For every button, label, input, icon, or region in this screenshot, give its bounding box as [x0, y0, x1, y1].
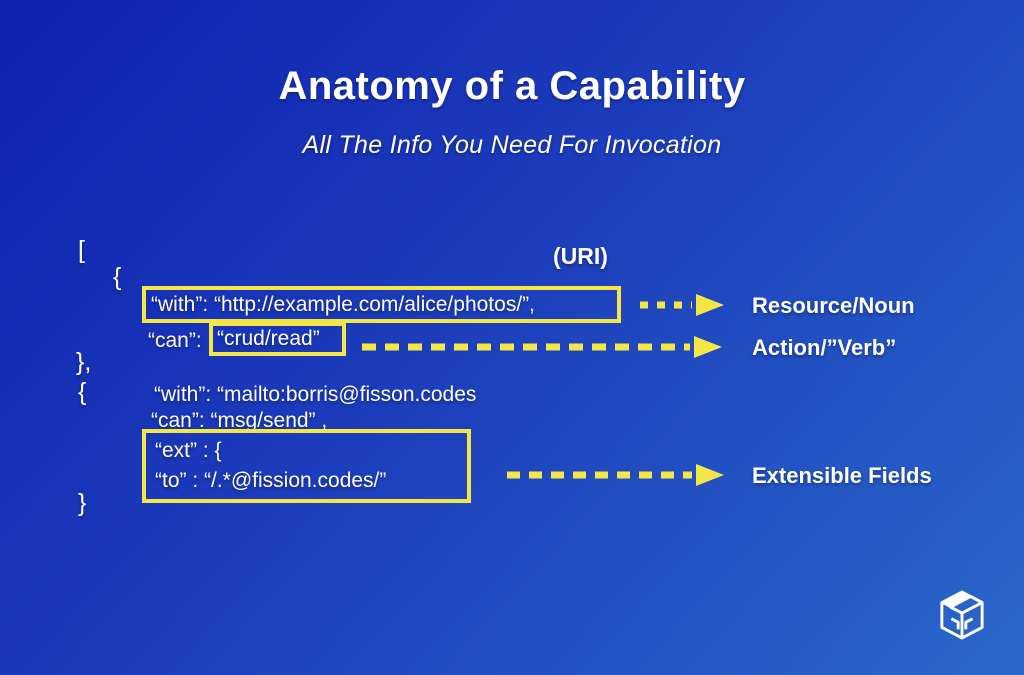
extensible-fields-highlight-box: “ext” : { “to” : “/.*@fission.codes/”	[142, 429, 471, 503]
code-can-value-1: “crud/read”	[217, 327, 320, 350]
code-with-line-2: “with”: “mailto:borris@fisson.codes	[154, 383, 477, 406]
code-with-line-1: “with”: “http://example.com/alice/photos…	[151, 292, 535, 316]
extensible-dashed-arrow-icon	[507, 464, 724, 486]
code-object2-close-brace: }	[78, 489, 87, 517]
extensible-fields-label: Extensible Fields	[752, 463, 932, 488]
action-dashed-arrow-icon	[362, 336, 722, 358]
slide-title: Anatomy of a Capability	[278, 64, 746, 108]
code-ext-to-line: “to” : “/.*@fission.codes/”	[155, 469, 387, 492]
with-line-highlight-box: “with”: “http://example.com/alice/photos…	[142, 286, 621, 323]
resource-noun-label: Resource/Noun	[752, 293, 915, 318]
code-can-key-1: “can”:	[148, 329, 202, 352]
code-ext-open-line: “ext” : {	[155, 439, 222, 462]
action-verb-label: Action/”Verb”	[752, 335, 897, 360]
slide-subtitle: All The Info You Need For Invocation	[302, 131, 722, 159]
code-can-line-2: “can”: “msg/send” ,	[151, 409, 328, 432]
code-array-open-bracket: [	[78, 236, 85, 264]
fission-logo-icon	[940, 590, 984, 640]
resource-dashed-arrow-icon	[640, 294, 724, 316]
code-object2-open-brace: {	[78, 378, 87, 406]
code-object1-close-brace: },	[76, 348, 92, 376]
crud-read-highlight-box: “crud/read”	[209, 322, 346, 356]
code-object1-open-brace: {	[113, 263, 122, 291]
uri-annotation: (URI)	[553, 243, 608, 269]
